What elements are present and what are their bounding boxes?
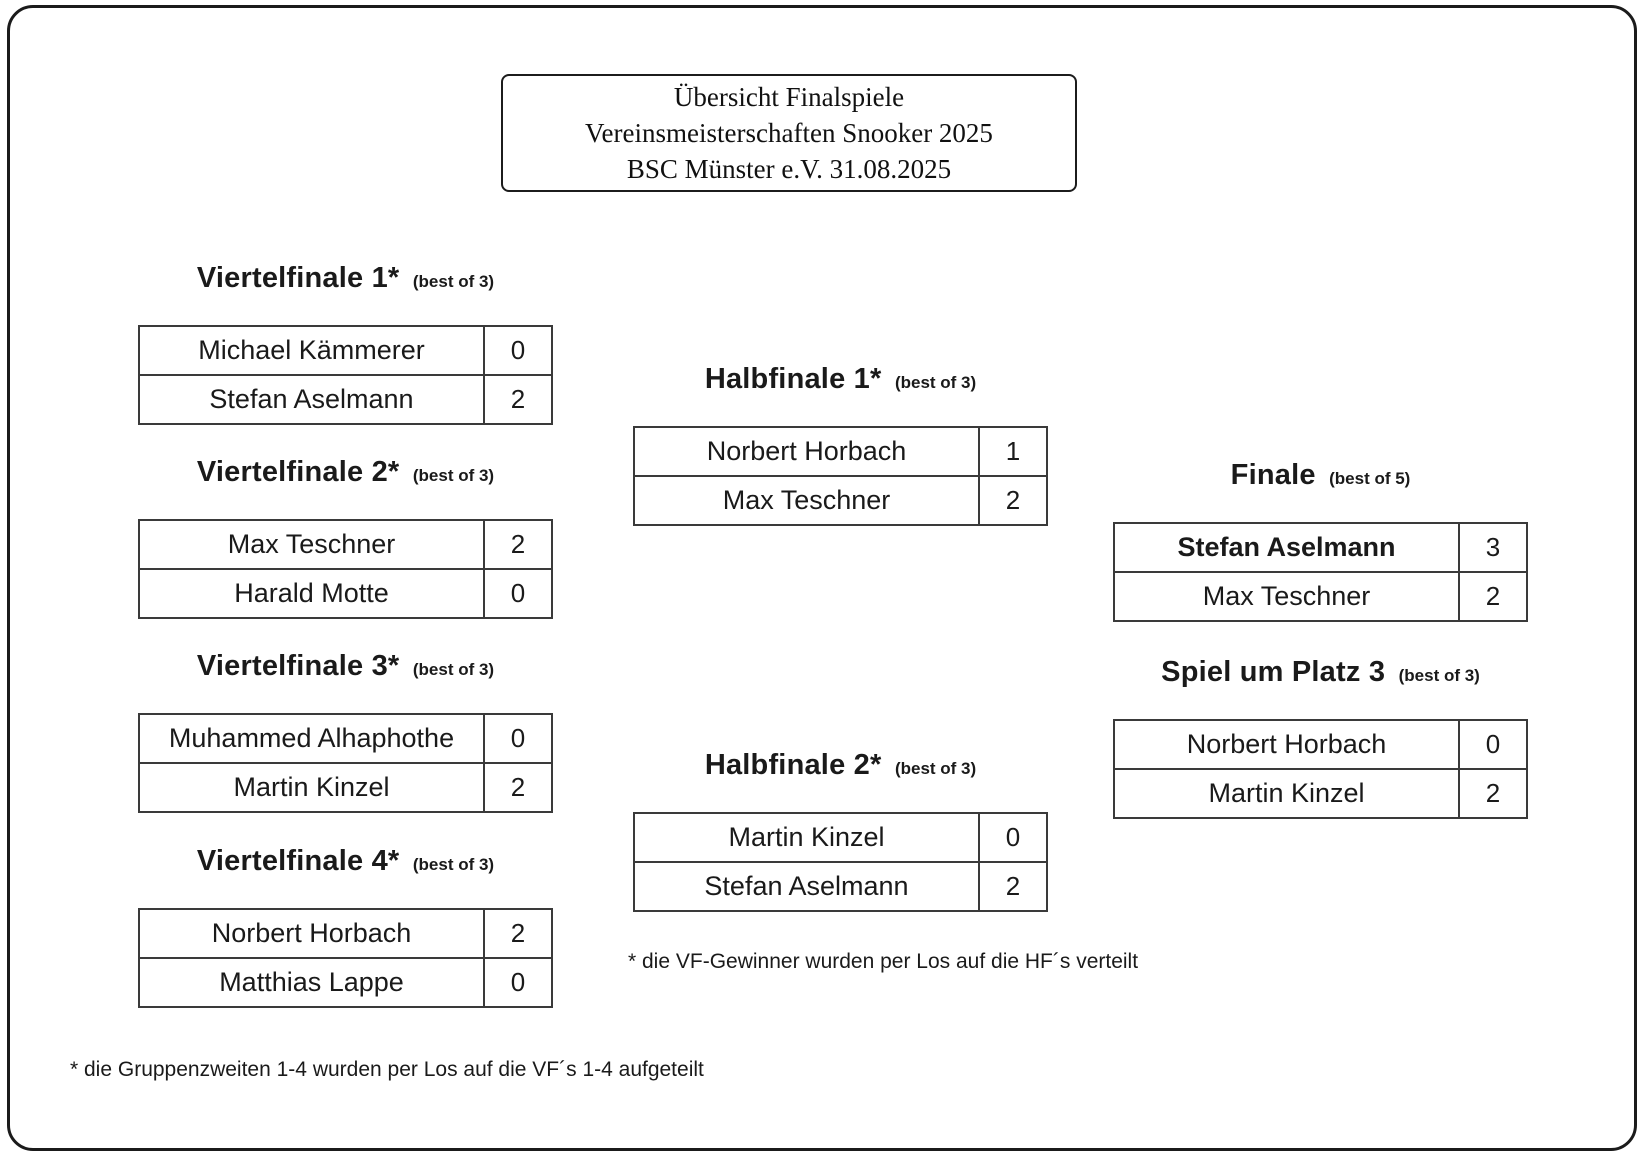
match-table: Norbert Horbach 2 Matthias Lappe 0 bbox=[138, 908, 553, 1008]
match-card-spiel-um-platz-3: Spiel um Platz 3 (best of 3) Norbert Hor… bbox=[1113, 652, 1528, 819]
score-cell: 2 bbox=[483, 764, 551, 811]
match-title: Viertelfinale 2* bbox=[196, 456, 400, 488]
match-title: Finale bbox=[1230, 459, 1316, 491]
match-table: Max Teschner 2 Harald Motte 0 bbox=[138, 519, 553, 619]
match-row: Muhammed Alhaphothe 0 bbox=[140, 715, 551, 762]
match-title: Halbfinale 1* bbox=[704, 363, 882, 395]
player-name-cell: Harald Motte bbox=[234, 578, 389, 608]
title-line-2: Vereinsmeisterschaften Snooker 2025 bbox=[585, 118, 993, 148]
match-row: Martin Kinzel 2 bbox=[1115, 768, 1526, 817]
score-cell: 2 bbox=[483, 376, 551, 423]
match-row: Max Teschner 2 bbox=[140, 521, 551, 568]
match-card-viertelfinale-2: Viertelfinale 2* (best of 3) Max Teschne… bbox=[138, 452, 553, 619]
title-line-3: BSC Münster e.V. 31.08.2025 bbox=[626, 154, 952, 184]
match-format: (best of 3) bbox=[894, 759, 977, 778]
match-card-viertelfinale-3: Viertelfinale 3* (best of 3) Muhammed Al… bbox=[138, 646, 553, 813]
match-format: (best of 3) bbox=[412, 272, 495, 291]
match-title: Viertelfinale 1* bbox=[196, 262, 400, 294]
match-header: Viertelfinale 2* (best of 3) bbox=[138, 452, 553, 492]
score-cell: 0 bbox=[483, 327, 551, 374]
player-name-cell: Norbert Horbach bbox=[1186, 729, 1387, 759]
match-table: Muhammed Alhaphothe 0 Martin Kinzel 2 bbox=[138, 713, 553, 813]
match-format: (best of 5) bbox=[1329, 469, 1411, 488]
match-card-halbfinale-2: Halbfinale 2* (best of 3) Martin Kinzel … bbox=[633, 745, 1048, 912]
score-cell: 0 bbox=[483, 570, 551, 617]
match-header: Halbfinale 1* (best of 3) bbox=[633, 359, 1048, 399]
score-cell: 2 bbox=[483, 910, 551, 957]
match-card-viertelfinale-4: Viertelfinale 4* (best of 3) Norbert Hor… bbox=[138, 841, 553, 1008]
player-name-cell: Max Teschner bbox=[227, 529, 396, 559]
score-cell: 2 bbox=[483, 521, 551, 568]
match-row: Norbert Horbach 2 bbox=[140, 910, 551, 957]
player-name-cell: Norbert Horbach bbox=[706, 436, 907, 466]
match-card-finale: Finale (best of 5) Stefan Aselmann 3 Max… bbox=[1113, 455, 1528, 622]
player-name-cell: Muhammed Alhaphothe bbox=[168, 723, 455, 753]
match-title: Viertelfinale 4* bbox=[196, 845, 400, 877]
score-cell: 2 bbox=[1458, 770, 1526, 817]
match-format: (best of 3) bbox=[1398, 666, 1480, 685]
player-name-cell: Norbert Horbach bbox=[211, 918, 412, 948]
match-row: Michael Kämmerer 0 bbox=[140, 327, 551, 374]
match-row: Max Teschner 2 bbox=[635, 475, 1046, 524]
match-header: Finale (best of 5) bbox=[1113, 455, 1528, 495]
match-table: Norbert Horbach 1 Max Teschner 2 bbox=[633, 426, 1048, 526]
match-title: Spiel um Platz 3 bbox=[1161, 656, 1386, 688]
match-row: Stefan Aselmann 2 bbox=[635, 861, 1046, 910]
score-cell: 1 bbox=[978, 428, 1046, 475]
match-format: (best of 3) bbox=[894, 373, 977, 392]
match-row: Martin Kinzel 2 bbox=[140, 762, 551, 811]
footnote-quarterfinal-draw: * die Gruppenzweiten 1-4 wurden per Los … bbox=[70, 1058, 704, 1081]
score-cell: 2 bbox=[1458, 573, 1526, 620]
match-row: Stefan Aselmann 3 bbox=[1115, 524, 1526, 571]
player-name-cell: Stefan Aselmann bbox=[209, 384, 414, 414]
player-name-cell: Martin Kinzel bbox=[728, 822, 885, 852]
score-cell: 0 bbox=[483, 715, 551, 762]
match-header: Viertelfinale 4* (best of 3) bbox=[138, 841, 553, 881]
match-row: Max Teschner 2 bbox=[1115, 571, 1526, 620]
player-name-cell: Stefan Aselmann bbox=[704, 871, 909, 901]
match-row: Stefan Aselmann 2 bbox=[140, 374, 551, 423]
match-table: Stefan Aselmann 3 Max Teschner 2 bbox=[1113, 522, 1528, 622]
match-header: Viertelfinale 1* (best of 3) bbox=[138, 258, 553, 298]
match-title: Halbfinale 2* bbox=[704, 749, 882, 781]
score-cell: 0 bbox=[483, 959, 551, 1006]
match-format: (best of 3) bbox=[412, 466, 495, 485]
match-table: Norbert Horbach 0 Martin Kinzel 2 bbox=[1113, 719, 1528, 819]
player-name-cell: Michael Kämmerer bbox=[198, 335, 425, 365]
player-name-cell: Max Teschner bbox=[722, 485, 891, 515]
match-row: Harald Motte 0 bbox=[140, 568, 551, 617]
footnote-semifinal-draw: * die VF-Gewinner wurden per Los auf die… bbox=[628, 950, 1139, 973]
score-cell: 2 bbox=[978, 863, 1046, 910]
player-name-cell: Max Teschner bbox=[1202, 581, 1371, 611]
match-table: Michael Kämmerer 0 Stefan Aselmann 2 bbox=[138, 325, 553, 425]
match-row: Norbert Horbach 0 bbox=[1115, 721, 1526, 768]
match-format: (best of 3) bbox=[412, 855, 495, 874]
player-name-cell: Martin Kinzel bbox=[233, 772, 390, 802]
player-name-cell-winner: Stefan Aselmann bbox=[1177, 532, 1396, 562]
match-row: Matthias Lappe 0 bbox=[140, 957, 551, 1006]
match-row: Norbert Horbach 1 bbox=[635, 428, 1046, 475]
title-box: Übersicht Finalspiele Vereinsmeisterscha… bbox=[501, 74, 1077, 192]
match-header: Spiel um Platz 3 (best of 3) bbox=[1113, 652, 1528, 692]
score-cell: 3 bbox=[1458, 524, 1526, 571]
match-header: Halbfinale 2* (best of 3) bbox=[633, 745, 1048, 785]
score-cell: 0 bbox=[978, 814, 1046, 861]
match-header: Viertelfinale 3* (best of 3) bbox=[138, 646, 553, 686]
match-table: Martin Kinzel 0 Stefan Aselmann 2 bbox=[633, 812, 1048, 912]
score-cell: 2 bbox=[978, 477, 1046, 524]
player-name-cell: Matthias Lappe bbox=[219, 967, 404, 997]
title-line-1: Übersicht Finalspiele bbox=[673, 82, 905, 112]
match-title: Viertelfinale 3* bbox=[196, 650, 400, 682]
match-card-viertelfinale-1: Viertelfinale 1* (best of 3) Michael Käm… bbox=[138, 258, 553, 425]
score-cell: 0 bbox=[1458, 721, 1526, 768]
player-name-cell: Martin Kinzel bbox=[1208, 778, 1365, 808]
match-format: (best of 3) bbox=[412, 660, 495, 679]
match-row: Martin Kinzel 0 bbox=[635, 814, 1046, 861]
match-card-halbfinale-1: Halbfinale 1* (best of 3) Norbert Horbac… bbox=[633, 359, 1048, 526]
